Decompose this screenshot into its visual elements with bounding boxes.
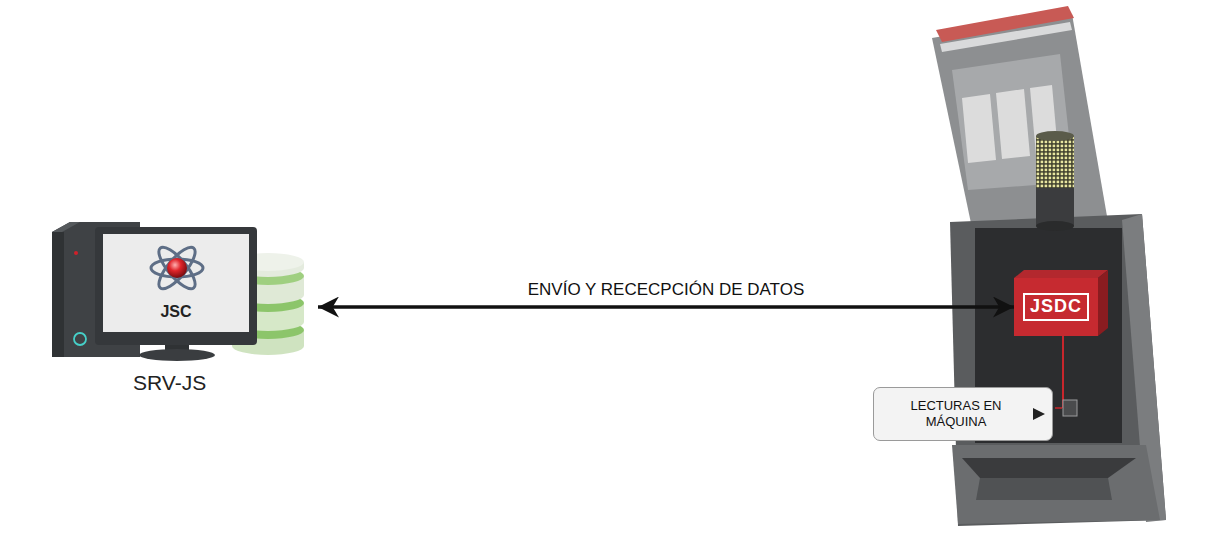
node-text: JSDC <box>1023 293 1089 321</box>
jsdc-device: JSDC <box>1014 278 1098 336</box>
monitor <box>95 227 257 361</box>
leader-line <box>1055 407 1062 409</box>
signal-wire <box>1062 336 1064 408</box>
pointer-triangle <box>1032 407 1046 421</box>
data-link-arrow <box>318 305 1014 309</box>
node-text: JSC <box>103 302 249 321</box>
node-text: LECTURAS EN MÁQUINA <box>874 398 1052 429</box>
slot-machine <box>932 6 1166 526</box>
monitor-screen: JSC <box>103 234 249 332</box>
node-text: SRV-JS <box>133 370 206 395</box>
callout-box: LECTURAS EN MÁQUINA <box>873 387 1053 441</box>
server-computer: SRV-JS JSC <box>50 220 318 398</box>
edge-label: ENVÍO Y RECECPCIÓN DE DATOS <box>525 280 807 300</box>
reader-port <box>1063 400 1077 416</box>
